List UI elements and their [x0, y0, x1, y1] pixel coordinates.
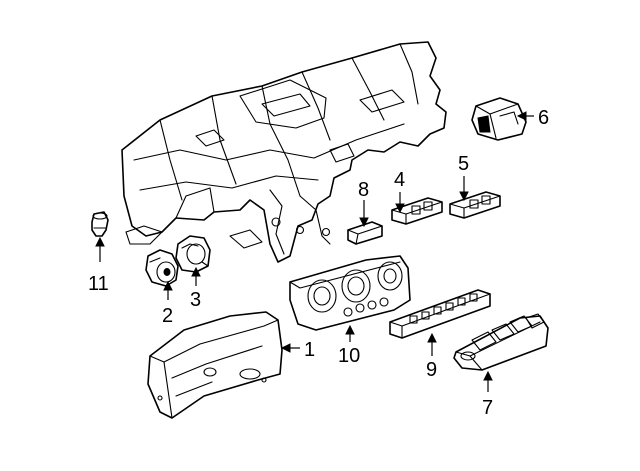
part-4-switch — [391, 197, 443, 225]
callout-6: 6 — [538, 107, 549, 129]
part-11-switch — [91, 211, 109, 237]
callout-5: 5 — [458, 153, 469, 175]
part-3-lock-housing — [175, 235, 211, 273]
part-5-switch — [449, 191, 501, 219]
instrument-panel-frame — [121, 41, 447, 263]
callout-3: 3 — [190, 289, 201, 311]
part-2-ignition-switch — [145, 249, 179, 287]
part-1-instrument-cluster — [147, 311, 283, 419]
callout-leaders — [95, 111, 534, 392]
callout-11: 11 — [88, 273, 109, 295]
part-10-climate-control — [289, 255, 411, 331]
part-6-module — [471, 97, 527, 141]
callout-1: 1 — [304, 339, 315, 361]
callout-numbers: 1 2 3 4 5 6 7 8 9 10 11 — [88, 107, 549, 419]
part-7-window-switch — [453, 313, 549, 371]
part-8-switch — [347, 221, 383, 245]
callout-7: 7 — [482, 397, 493, 419]
callout-10: 10 — [338, 345, 360, 367]
callout-2: 2 — [162, 305, 173, 327]
part-9-switch-bar — [389, 289, 491, 339]
callout-9: 9 — [426, 359, 437, 381]
callout-4: 4 — [394, 169, 405, 191]
callout-8: 8 — [358, 179, 369, 201]
